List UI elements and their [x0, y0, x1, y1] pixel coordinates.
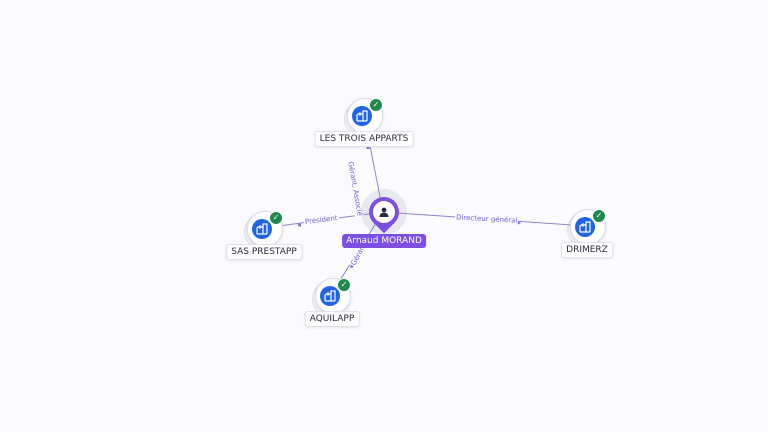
- company-label: AQUILAPP: [304, 311, 360, 327]
- company-label: LES TROIS APPARTS: [314, 131, 414, 147]
- person-icon: [373, 201, 395, 223]
- verified-check-icon: ✓: [369, 98, 383, 112]
- building-icon: [320, 286, 340, 306]
- arrow-sas-prestapp: [297, 223, 301, 227]
- building-icon: [252, 219, 272, 239]
- company-label: SAS PRESTAPP: [226, 244, 302, 260]
- verified-check-icon: ✓: [592, 209, 606, 223]
- arrow-les-trois-apparts: [366, 145, 370, 149]
- company-label: DRIMERZ: [561, 242, 613, 258]
- building-icon: [575, 217, 595, 237]
- building-icon: [352, 106, 372, 126]
- person-name-label: Arnaud MORAND: [342, 234, 426, 248]
- verified-check-icon: ✓: [269, 211, 283, 225]
- verified-check-icon: ✓: [337, 278, 351, 292]
